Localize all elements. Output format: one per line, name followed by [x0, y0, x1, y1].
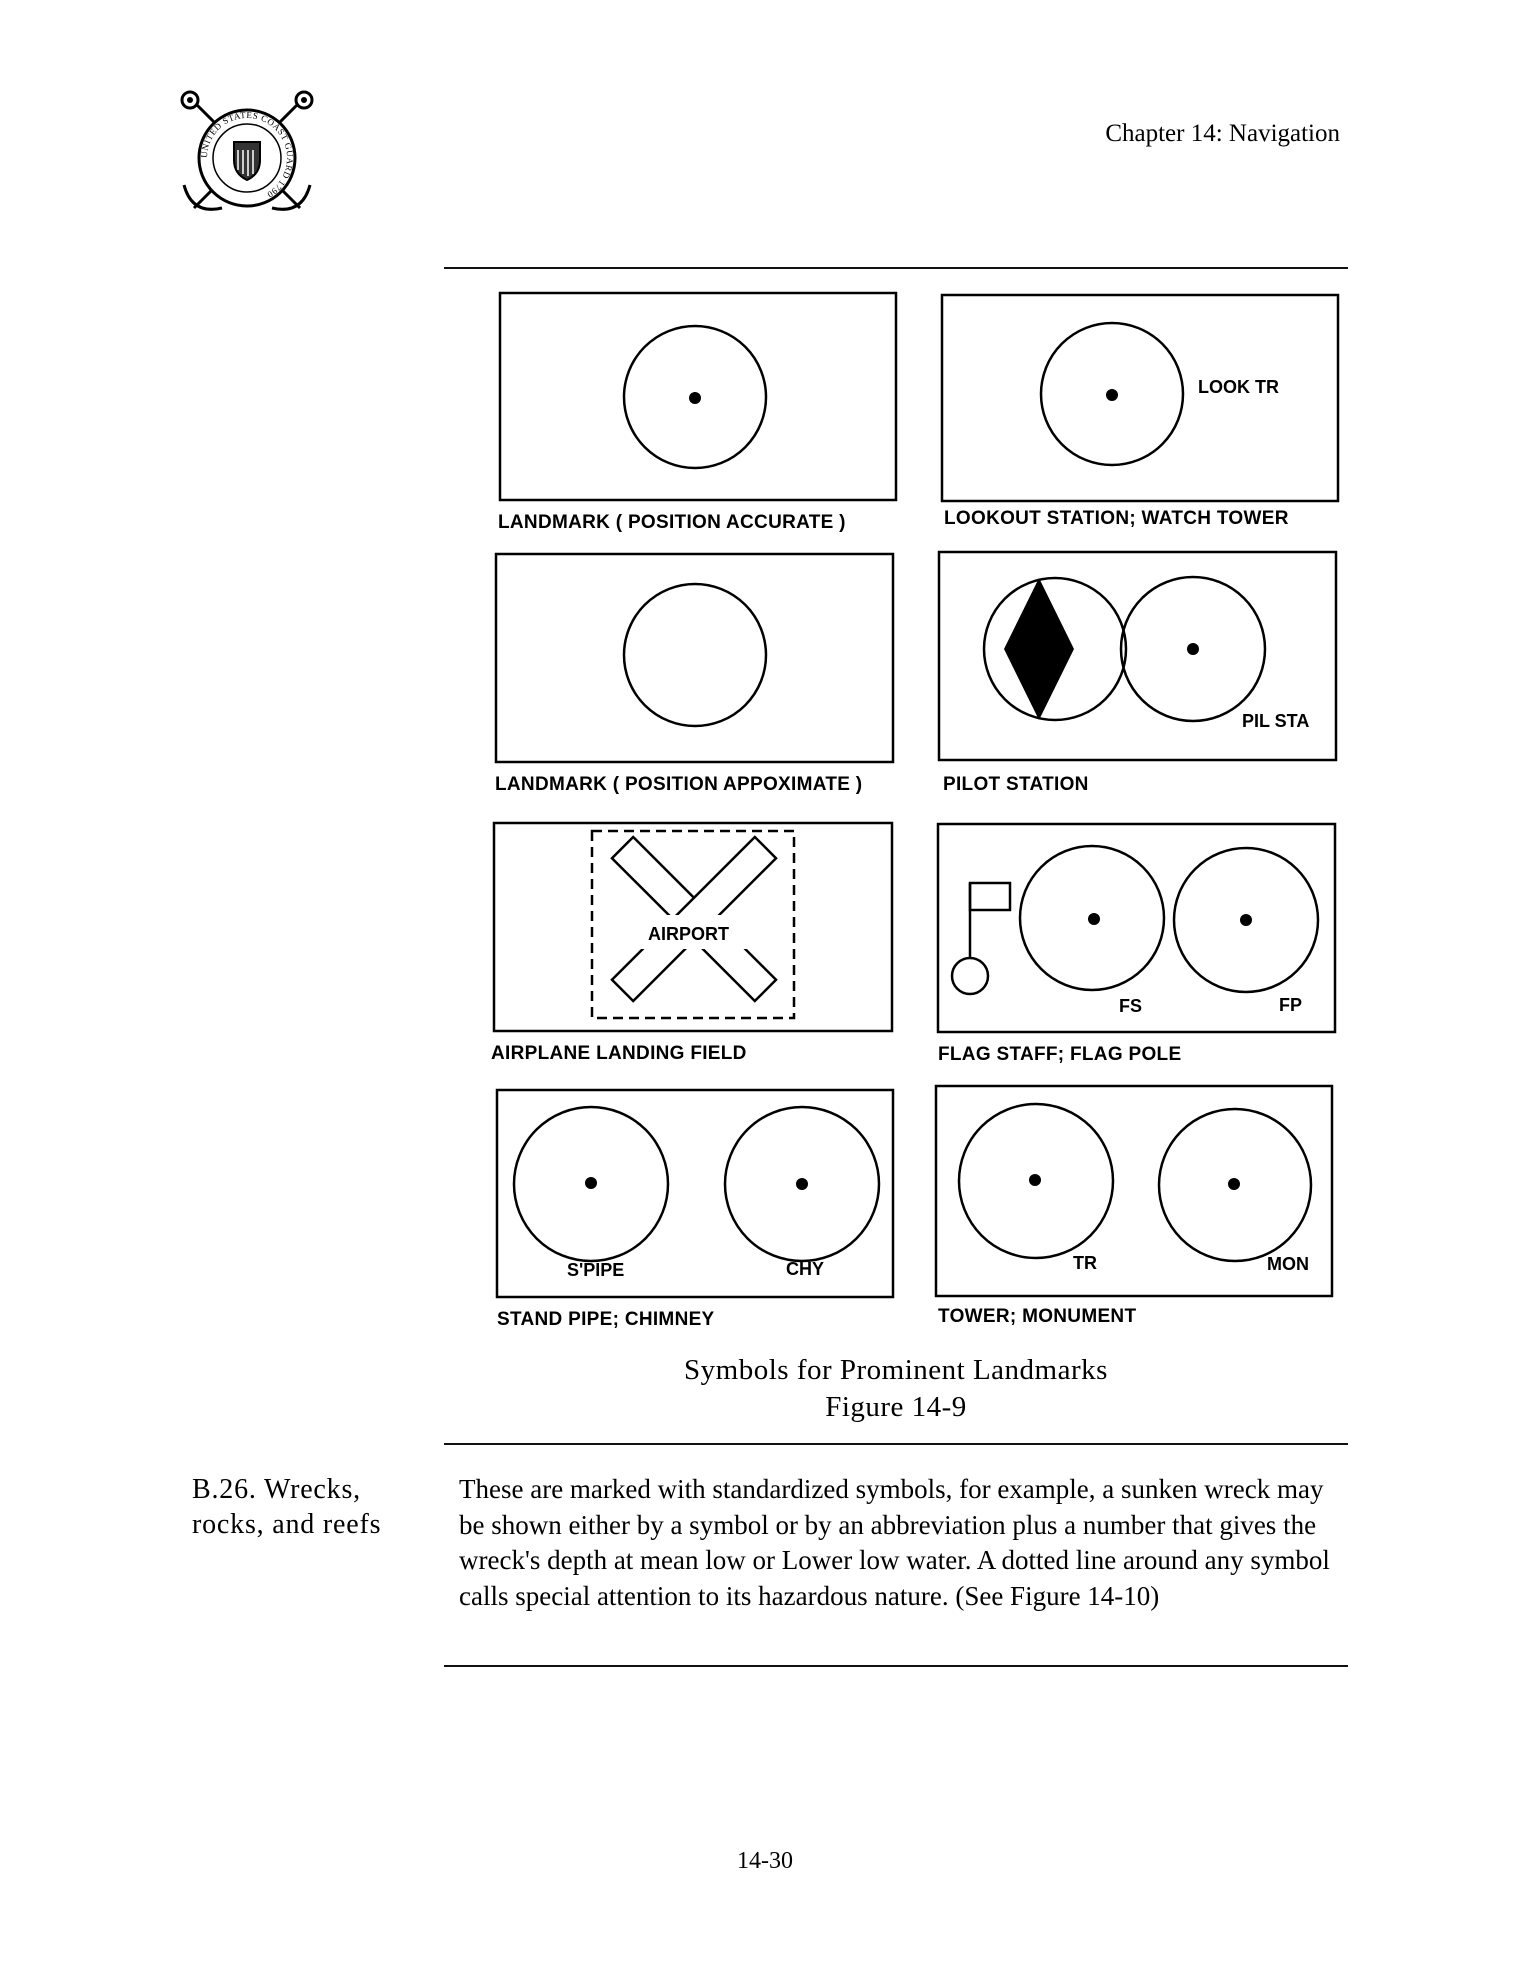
panel-tower-monument: [934, 1084, 1334, 1298]
section-heading-line1: B.26. Wrecks,: [192, 1474, 361, 1505]
flag-pole-circle: [1172, 846, 1320, 994]
section-bottom-rule: [444, 1665, 1348, 1667]
s-pipe-label: S'PIPE: [567, 1260, 624, 1280]
airport-dashed-border: [590, 829, 796, 1020]
mon-label: MON: [1267, 1254, 1309, 1274]
airport-label: AIRPORT: [648, 924, 729, 944]
panel-lookout-station: [940, 293, 1340, 503]
panel-airplane-landing-field: [492, 821, 894, 1033]
chimney-dot: [796, 1178, 808, 1190]
pilot-center-dot: [1187, 643, 1199, 655]
flag-pole-dot: [1240, 914, 1252, 926]
panel-landmark-approximate: [494, 552, 895, 764]
landmark-circle: [622, 324, 768, 470]
fp-label: FP: [1279, 995, 1302, 1015]
caption-pilot-station: PILOT STATION: [943, 774, 1089, 795]
look-tr-label: LOOK TR: [1198, 377, 1279, 397]
figure-caption: Symbols for Prominent Landmarks Figure 1…: [444, 1352, 1348, 1426]
caption-landmark-approximate: LANDMARK ( POSITION APPOXIMATE ): [495, 774, 862, 795]
figure-title: Symbols for Prominent Landmarks: [684, 1354, 1108, 1386]
caption-landmark-accurate: LANDMARK ( POSITION ACCURATE ): [498, 512, 846, 533]
lookout-center-dot: [1106, 389, 1118, 401]
pilot-diamond-circle: [982, 576, 1128, 722]
pilot-dot-circle: [1119, 575, 1267, 723]
caption-stand-pipe: STAND PIPE; CHIMNEY: [497, 1309, 715, 1330]
lookout-circle: [1039, 321, 1185, 467]
stand-pipe-circle: [512, 1105, 670, 1263]
chapter-header: Chapter 14: Navigation: [1105, 120, 1340, 147]
tower-circle: [957, 1102, 1115, 1260]
panel-landmark-accurate: [498, 291, 898, 502]
pilot-diamond: [1004, 578, 1074, 720]
figure-number: Figure 14-9: [825, 1391, 967, 1423]
coast-guard-seal-icon: UNITED STATES COAST GUARD 1790: [180, 90, 314, 211]
landmark-symbols-figure: LOOK TR PIL STA AIRPORT FS FP S'PIPE CHY…: [491, 291, 1340, 1330]
flag-base-circle: [950, 956, 990, 996]
chimney-circle: [723, 1105, 881, 1263]
panel-stand-pipe: [495, 1088, 895, 1299]
section-top-rule: [444, 1443, 1348, 1445]
flag-icon: [968, 881, 1012, 912]
chy-label: CHY: [786, 1259, 824, 1279]
caption-airplane-landing-field: AIRPLANE LANDING FIELD: [491, 1043, 747, 1064]
section-heading-line2: rocks, and reefs: [192, 1509, 382, 1540]
tr-label: TR: [1073, 1253, 1097, 1273]
panel-flag-staff: [936, 822, 1337, 1034]
monument-dot: [1228, 1178, 1240, 1190]
flag-staff-circle: [1018, 844, 1166, 992]
caption-tower-monument: TOWER; MONUMENT: [938, 1306, 1136, 1327]
panel-pilot-station: [937, 550, 1338, 762]
landmark-center-dot: [689, 392, 701, 404]
section-heading: B.26. Wrecks, rocks, and reefs: [192, 1472, 412, 1542]
top-rule: [444, 267, 1348, 269]
monument-circle: [1157, 1107, 1313, 1263]
caption-lookout-station: LOOKOUT STATION; WATCH TOWER: [944, 508, 1289, 529]
landmark-approx-circle: [622, 582, 768, 728]
stand-pipe-dot: [585, 1177, 597, 1189]
pil-sta-label: PIL STA: [1242, 711, 1309, 731]
flag-staff-dot: [1088, 913, 1100, 925]
caption-flag-staff: FLAG STAFF; FLAG POLE: [938, 1044, 1181, 1065]
section-body: These are marked with standardized symbo…: [459, 1474, 1330, 1611]
tower-dot: [1029, 1174, 1041, 1186]
fs-label: FS: [1119, 996, 1142, 1016]
page-number: 14-30: [737, 1848, 793, 1874]
